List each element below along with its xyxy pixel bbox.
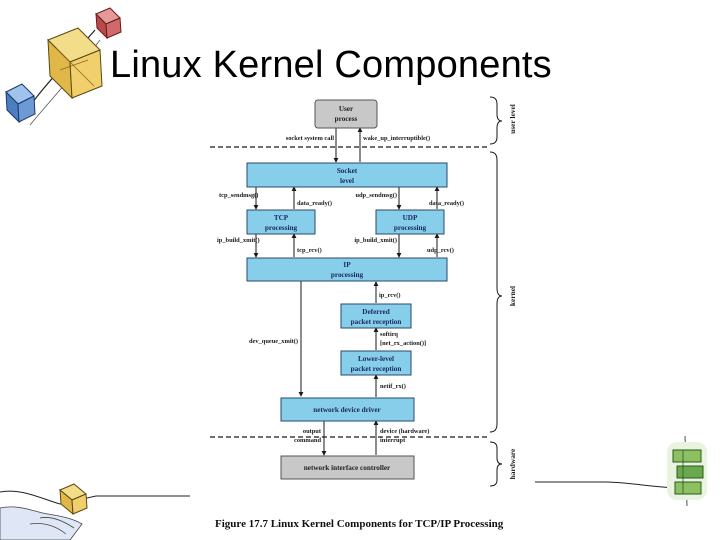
user-process-line1: User: [339, 105, 354, 113]
wake-up-interruptible-label: wake_up_interruptible(): [363, 135, 430, 142]
lower-level-line2: packet reception: [351, 365, 402, 373]
hand-holding-cube-icon: [0, 483, 190, 540]
cube-cluster-icon: [5, 7, 122, 126]
network-device-driver-label: network device driver: [313, 406, 381, 414]
hardware-label: hardware: [508, 448, 517, 479]
tcp-processing-line1: TCP: [274, 214, 289, 222]
softirq-label: softirq: [380, 331, 398, 338]
deferred-line2: packet reception: [351, 318, 402, 326]
interrupt-label: interrupt: [380, 437, 406, 444]
command-label: command: [294, 437, 321, 444]
ip-build-xmit-udp-label: ip_build_xmit(): [354, 237, 397, 244]
udp-rcv-label: udp_rcv(): [427, 247, 454, 254]
udp-processing-box: UDP processing: [375, 209, 445, 235]
net-rx-action-label: [net_rx_action()]: [380, 340, 426, 347]
network-device-driver-box: network device driver: [280, 397, 415, 422]
deferred-line1: Deferred: [362, 308, 389, 316]
user-level-brace: [489, 96, 503, 145]
user-level-label: user level: [508, 104, 517, 134]
ip-rcv-label: ip_rcv(): [379, 292, 401, 299]
kernel-brace: [489, 151, 503, 433]
figure-caption: Figure 17.7 Linux Kernel Components for …: [215, 518, 504, 530]
stacked-blocks-icon: [535, 435, 707, 507]
data-ready-tcp-label: data_ready(): [297, 200, 332, 207]
socket-level-box: Socket level: [246, 162, 448, 188]
ip-processing-line1: IP: [343, 261, 351, 269]
deferred-packet-reception-box: Deferred packet reception: [340, 303, 412, 329]
netif-rx-label: netif_rx(): [380, 383, 406, 390]
user-process-box: User process: [314, 99, 378, 129]
slide-title: Linux Kernel Components: [110, 44, 552, 86]
hardware-brace: [489, 441, 503, 487]
network-interface-controller-box: network interface controller: [280, 455, 415, 480]
socket-level-line2: level: [340, 177, 354, 185]
tcp-rcv-label: tcp_rcv(): [297, 247, 322, 254]
lower-level-packet-reception-box: Lower-level packet reception: [340, 350, 412, 376]
ip-processing-box: IP processing: [246, 257, 448, 282]
device-hardware-label: device (hardware): [380, 428, 429, 435]
tcp-sendmsg-label: tcp_sendmsg(): [219, 192, 258, 199]
lower-level-line1: Lower-level: [358, 355, 394, 363]
ip-processing-line2: processing: [331, 271, 364, 279]
udp-sendmsg-label: udp_sendmsg(): [355, 192, 397, 199]
data-ready-udp-label: data_ready(): [429, 200, 464, 207]
udp-processing-line2: processing: [394, 224, 427, 232]
kernel-label: kernel: [508, 286, 517, 306]
udp-processing-line1: UDP: [403, 214, 418, 222]
tcp-processing-line2: processing: [265, 224, 298, 232]
ip-build-xmit-tcp-label: ip_build_xmit(): [217, 237, 260, 244]
output-label: output: [303, 428, 322, 435]
socket-level-line1: Socket: [337, 167, 358, 175]
user-process-line2: process: [335, 115, 358, 123]
dev-queue-xmit-label: dev_queue_xmit(): [249, 338, 298, 345]
tcp-processing-box: TCP processing: [246, 209, 316, 235]
network-interface-controller-label: network interface controller: [304, 464, 391, 472]
socket-system-call-label: socket system call: [286, 135, 334, 142]
